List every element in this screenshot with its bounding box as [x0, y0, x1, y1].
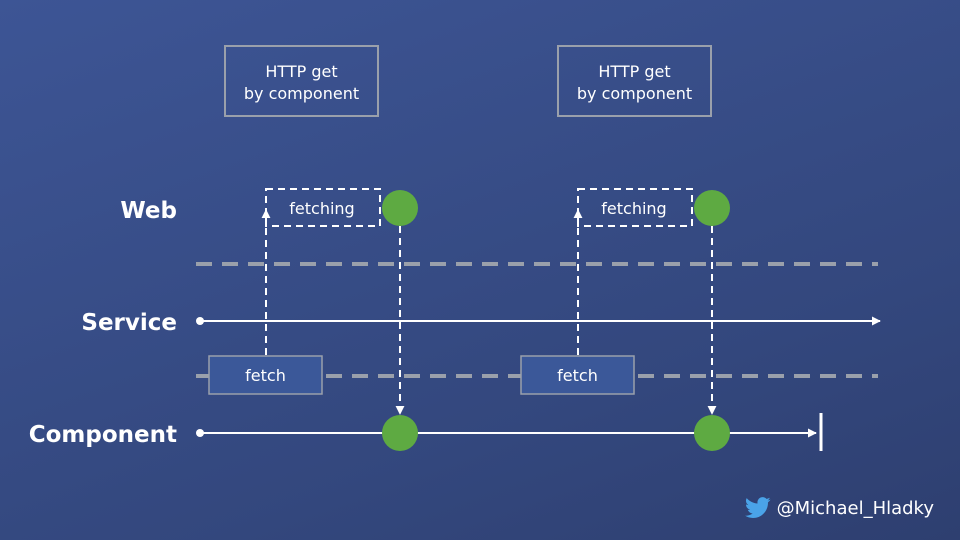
lane-label-component: Component [29, 422, 177, 448]
twitter-bird-icon [744, 497, 771, 518]
fetch-label: fetch [245, 366, 286, 385]
twitter-attribution[interactable]: @Michael_Hladky [744, 497, 934, 519]
fetch-box [208, 355, 323, 395]
fetch-box [520, 355, 635, 395]
web-emission-marble [694, 190, 730, 226]
fetching-label: fetching [289, 199, 354, 218]
http-get-label-line1: HTTP get [265, 62, 337, 81]
component-emission-marble [694, 415, 730, 451]
fetching-box [265, 188, 381, 227]
fetching-box [577, 188, 693, 227]
lane-label-service: Service [81, 310, 177, 336]
fetching-label: fetching [601, 199, 666, 218]
component-emission-marble [382, 415, 418, 451]
fetch-label: fetch [557, 366, 598, 385]
http-get-label-line2: by component [577, 84, 692, 103]
web-emission-marble [382, 190, 418, 226]
request-group-2: HTTP get by component fetching fetch [520, 45, 730, 451]
request-group-1: HTTP get by component fetching fetch [208, 45, 418, 451]
http-get-box [224, 45, 379, 117]
http-get-box [557, 45, 712, 117]
http-get-label-line2: by component [244, 84, 359, 103]
lane-label-web: Web [120, 198, 177, 224]
twitter-handle: @Michael_Hladky [776, 497, 934, 519]
http-get-label-line1: HTTP get [598, 62, 670, 81]
